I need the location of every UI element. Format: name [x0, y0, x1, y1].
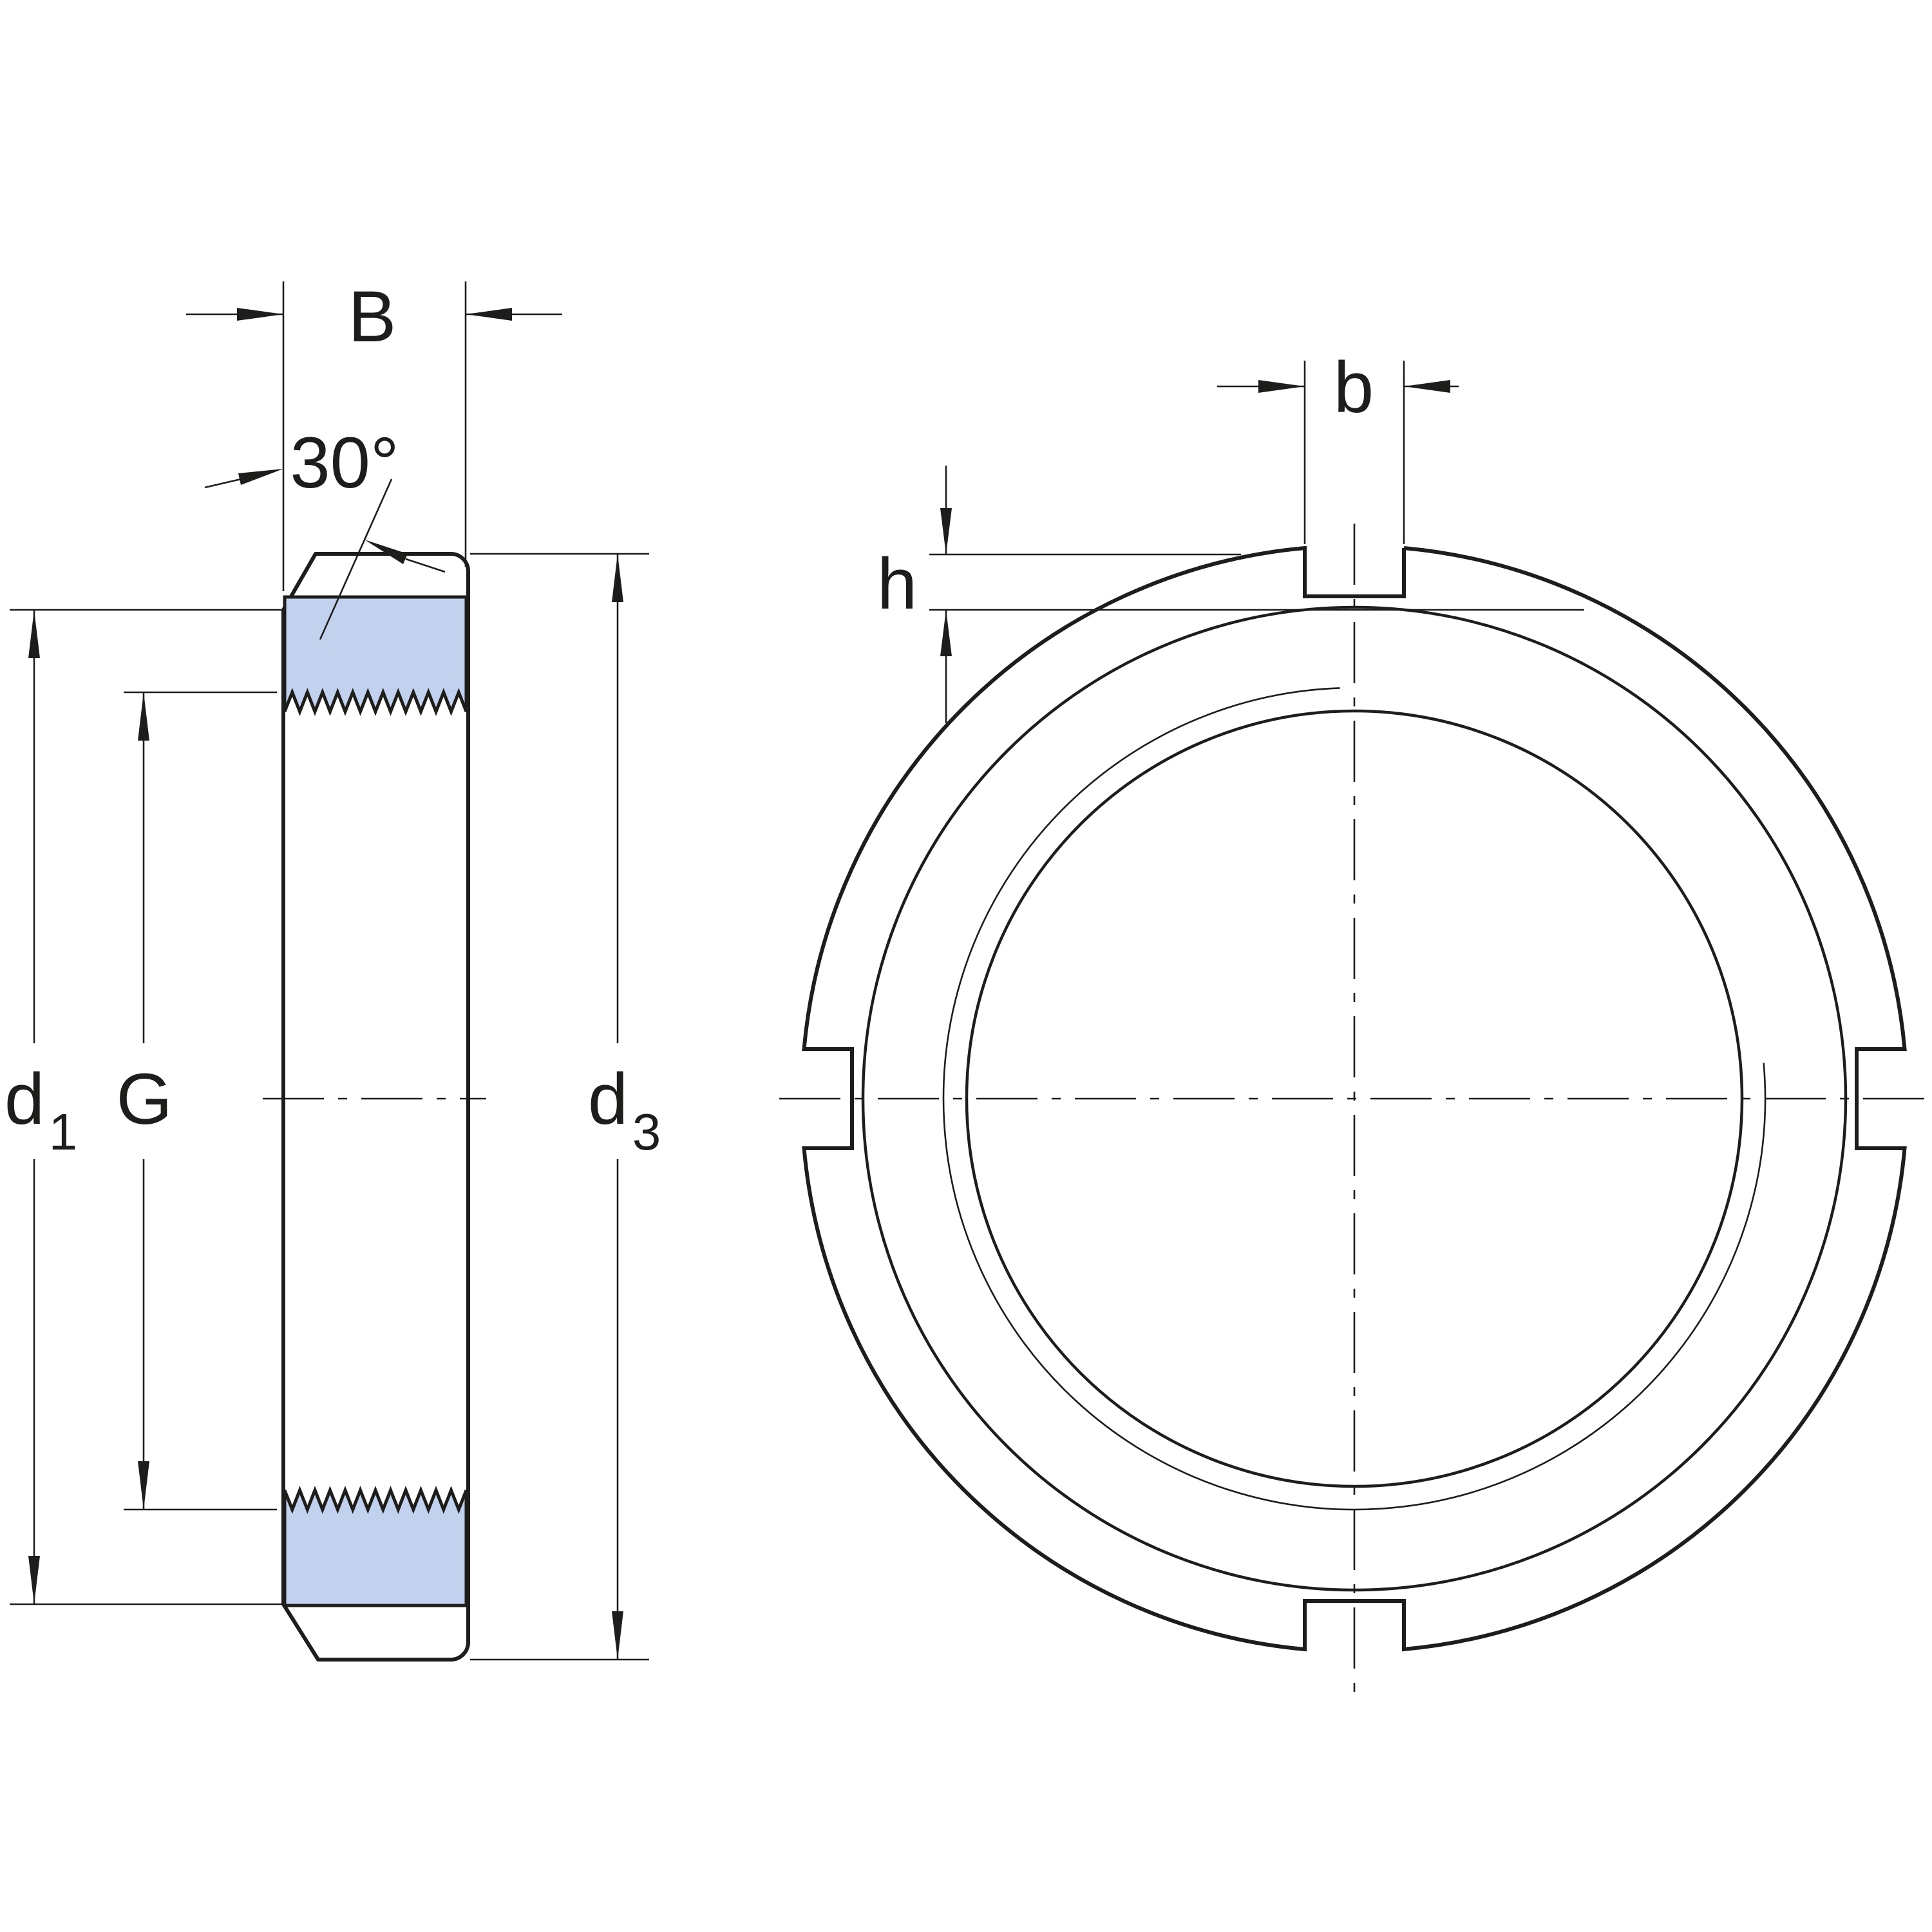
chamfer-leader-line — [319, 478, 393, 640]
arrowhead — [365, 540, 408, 564]
arrowhead — [138, 1461, 149, 1510]
label-G: G — [116, 1059, 172, 1139]
arrowhead — [940, 508, 952, 554]
label-b: b — [1334, 347, 1374, 428]
dim-d3: d3 — [470, 553, 661, 1661]
dim-d1: d1 — [5, 609, 282, 1605]
dim-G: G — [116, 691, 277, 1511]
arrowhead — [612, 554, 623, 602]
thread-zone-top — [283, 595, 468, 716]
arrowhead — [237, 308, 283, 321]
arrowhead — [466, 308, 512, 321]
arrowhead — [1258, 380, 1305, 393]
thread-zone-bottom — [283, 1486, 468, 1607]
outer-ring-with-slots — [802, 545, 1907, 1652]
dim-B: B — [186, 276, 562, 591]
label-d3: d3 — [588, 1059, 661, 1160]
label-chamfer-angle: 30° — [290, 422, 399, 503]
dim-b: b — [1217, 347, 1459, 544]
arrowhead — [1404, 380, 1450, 393]
nut-section-outline — [281, 552, 470, 1662]
section-view: B 30° d1 — [5, 276, 661, 1662]
label-d1: d1 — [5, 1059, 77, 1160]
arrowhead — [612, 1611, 623, 1660]
arrowhead — [28, 610, 40, 658]
chamfer-angle-callout: 30° — [204, 422, 446, 640]
front-view: b h — [779, 347, 1929, 1700]
dim-h: h — [877, 466, 1584, 723]
label-h: h — [877, 544, 917, 624]
arrowhead — [940, 610, 952, 656]
arrowhead — [238, 469, 283, 485]
arrowhead — [138, 692, 149, 741]
label-B: B — [348, 276, 397, 357]
arrowhead — [28, 1556, 40, 1604]
thread-arc — [942, 687, 1766, 1511]
